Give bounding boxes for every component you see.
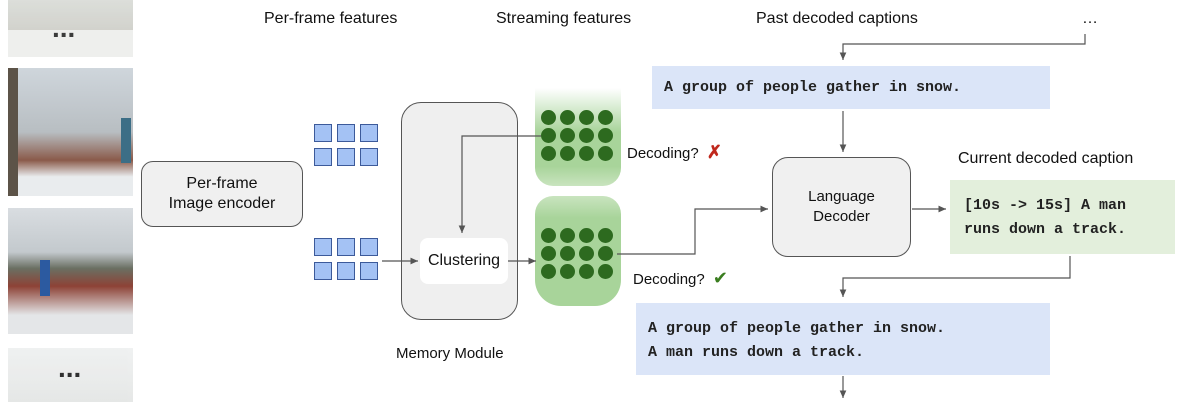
arrow-streaming-to-clustering — [458, 135, 541, 233]
video-frame-3 — [8, 208, 133, 334]
decoding-label-top: Decoding? ✗ — [627, 142, 722, 163]
language-decoder-box: Language Decoder — [772, 157, 911, 257]
header-current-decoded-caption: Current decoded caption — [958, 150, 1134, 167]
current-caption-line-2: runs down a track. — [964, 221, 1127, 238]
clustering-box: Clustering — [420, 238, 508, 284]
video-frame-2 — [8, 68, 133, 196]
feature-grid-bottom — [314, 238, 380, 282]
arrow-current-to-updated-caption — [839, 256, 1071, 297]
updated-caption-box: A group of people gather in snow. A man … — [636, 303, 1050, 375]
current-caption-line-1: [10s -> 15s] A man — [964, 197, 1127, 214]
arrow-top-to-past-caption — [839, 34, 1086, 60]
header-past-decoded-captions: Past decoded captions — [756, 10, 918, 27]
streaming-dots-top — [541, 110, 617, 162]
updated-caption-line-2: A man runs down a track. — [648, 344, 865, 361]
image-encoder-label: Per-frame Image encoder — [168, 175, 276, 212]
frame-ellipsis-bottom: ... — [58, 352, 82, 383]
decoding-text-top: Decoding? — [627, 145, 699, 162]
arrow-streaming-to-decoder — [617, 205, 768, 255]
image-encoder-box: Per-frame Image encoder — [141, 161, 303, 227]
clustering-label: Clustering — [427, 252, 501, 269]
frame-ellipsis-top: ... — [52, 12, 76, 43]
header-ellipsis: … — [1082, 10, 1098, 27]
cross-icon: ✗ — [706, 142, 722, 162]
past-caption-text: A group of people gather in snow. — [664, 79, 962, 96]
updated-caption-line-1: A group of people gather in snow. — [648, 320, 946, 337]
language-decoder-label: Language Decoder — [808, 188, 875, 225]
check-icon: ✔ — [712, 268, 728, 288]
streaming-dots-bottom — [541, 228, 617, 280]
decoding-label-bottom: Decoding? ✔ — [633, 268, 728, 289]
current-caption-box: [10s -> 15s] A man runs down a track. — [950, 180, 1175, 254]
video-frame-1: ... — [8, 0, 133, 57]
decoding-text-bottom: Decoding? — [633, 271, 705, 288]
feature-grid-top — [314, 124, 380, 168]
past-caption-box: A group of people gather in snow. — [652, 66, 1050, 109]
header-streaming-features: Streaming features — [496, 10, 632, 27]
header-per-frame-features: Per-frame features — [264, 10, 398, 27]
memory-module-label: Memory Module — [396, 345, 504, 362]
video-frame-4: ... — [8, 348, 133, 402]
